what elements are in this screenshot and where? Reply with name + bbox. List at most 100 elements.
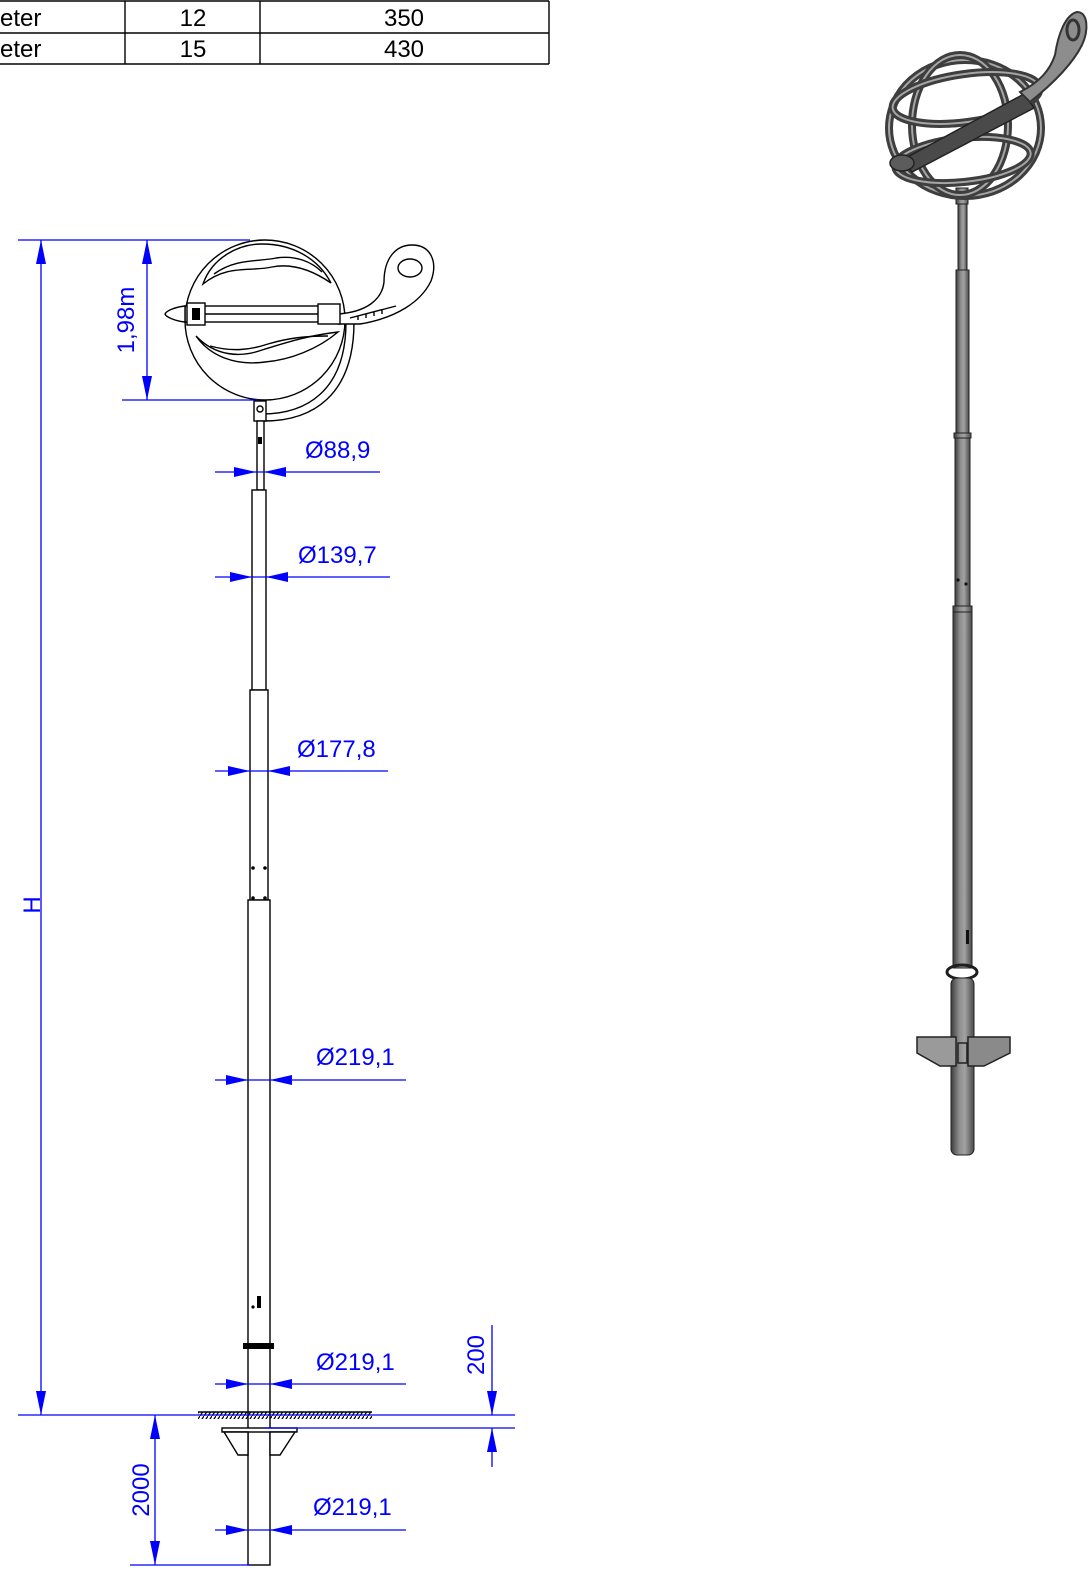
arrow-left-icon xyxy=(268,766,290,776)
sphere-lower-band-inner xyxy=(209,335,329,351)
table-row: eter 15 430 xyxy=(0,36,424,63)
arrow-left-icon xyxy=(270,1379,292,1389)
dimension-diameter: Ø177,8 xyxy=(215,736,388,776)
arrow-left-icon xyxy=(270,1525,292,1535)
elevation-drawing: H 1,98m Ø88,9 Ø139,7 Ø177,8 xyxy=(18,239,515,1566)
render-base-fin-right xyxy=(967,1036,1011,1067)
dimension-above-ground: 200 xyxy=(265,1325,515,1467)
pole-top-connector xyxy=(253,400,267,422)
arrow-up-icon xyxy=(142,240,152,264)
dimension-diameter: Ø219,1 xyxy=(215,1044,406,1085)
table-cell: 12 xyxy=(180,5,207,32)
embedment-label: 2000 xyxy=(128,1463,155,1516)
spec-table: eter 12 350 eter 15 430 xyxy=(0,0,550,65)
arrow-left-icon xyxy=(264,467,286,477)
arrow-left-icon xyxy=(270,1075,292,1085)
nacelle-clamp xyxy=(192,308,200,320)
render-pole-bolt xyxy=(964,582,968,586)
arrow-up-icon xyxy=(36,240,46,264)
dimension-diameter: Ø88,9 xyxy=(215,437,380,477)
render-pole-section xyxy=(955,269,970,436)
render-tail-fin-eye xyxy=(1065,18,1081,42)
render-pole-section xyxy=(957,197,968,271)
dimension-embedment: 2000 xyxy=(128,1415,250,1566)
pole-bolt xyxy=(251,866,255,870)
above-ground-label: 200 xyxy=(463,1335,490,1375)
overall-height-label: H xyxy=(19,896,46,913)
sphere-head xyxy=(164,239,435,422)
dimension-sphere-height: 1,98m xyxy=(113,240,258,401)
pole-bolt xyxy=(251,896,255,900)
nacelle-nose xyxy=(164,305,186,323)
pole-door-dot xyxy=(251,1305,255,1309)
pole-bolt xyxy=(263,896,267,900)
support-arm-outer xyxy=(261,321,347,415)
table-cell: 15 xyxy=(180,36,207,63)
arrow-right-icon xyxy=(228,766,250,776)
table-cell: 350 xyxy=(384,5,424,32)
pole-collar xyxy=(243,1343,274,1349)
arrow-down-icon xyxy=(150,1541,160,1565)
render-pole-section xyxy=(954,437,971,611)
arrow-right-icon xyxy=(226,1525,248,1535)
render-nacelle xyxy=(900,93,1036,173)
render-pole-joint xyxy=(953,432,972,439)
render-base-bracket xyxy=(957,1042,968,1064)
table-row: eter 12 350 xyxy=(0,5,424,32)
table-cell: 430 xyxy=(384,36,424,63)
render-base-fin-left xyxy=(916,1036,957,1067)
sphere-upper-band xyxy=(201,243,332,287)
pole-bolt xyxy=(263,866,267,870)
dimension-diameter: Ø219,1 xyxy=(215,1349,406,1389)
dimension-diameter: Ø139,7 xyxy=(215,542,390,582)
render-pole-door-mark xyxy=(966,930,969,944)
sphere-height-label: 1,98m xyxy=(113,287,140,354)
tail-fin-eye xyxy=(397,258,423,278)
base-gusset-left xyxy=(222,1431,249,1456)
arrow-down-icon xyxy=(487,1391,497,1415)
render-pole-joint xyxy=(952,605,973,613)
dimension-diameter: Ø219,1 xyxy=(215,1494,406,1535)
arrow-right-icon xyxy=(226,1379,248,1389)
base-gusset-right xyxy=(269,1431,297,1456)
table-cell: eter xyxy=(0,36,41,63)
arrow-right-icon xyxy=(234,467,256,477)
tail-fin-scale xyxy=(349,305,397,320)
tail-fin xyxy=(337,244,435,325)
table-cell: eter xyxy=(0,5,41,32)
arrow-up-icon xyxy=(487,1428,497,1452)
pole xyxy=(243,400,274,1566)
dimension-overall-height: H xyxy=(18,239,515,1416)
pole-door-mark xyxy=(257,1296,261,1308)
pole-section-mark xyxy=(258,437,262,444)
render-sphere-cage xyxy=(885,10,1088,205)
nacelle-tail-block xyxy=(317,303,341,325)
diameter-label: Ø219,1 xyxy=(316,1349,395,1376)
diameter-label: Ø177,8 xyxy=(297,736,376,763)
sphere-lower-band xyxy=(195,331,341,364)
render-pole-section xyxy=(952,611,973,969)
diameter-label: Ø219,1 xyxy=(316,1044,395,1071)
render-nacelle-nose xyxy=(889,154,915,172)
base-plate xyxy=(221,1427,298,1456)
render-tail-fin xyxy=(1018,10,1088,104)
arrow-down-icon xyxy=(142,376,152,400)
diameter-label: Ø88,9 xyxy=(305,437,370,464)
arrow-up-icon xyxy=(150,1415,160,1439)
diameter-label: Ø139,7 xyxy=(298,542,377,569)
render-pole-bolt xyxy=(956,578,960,582)
support-arm-inner xyxy=(263,321,355,422)
arrow-left-icon xyxy=(266,572,288,582)
render-pole xyxy=(916,197,1011,1156)
render-view xyxy=(885,10,1088,1156)
diameter-label: Ø219,1 xyxy=(313,1494,392,1521)
pole-section-219-1 xyxy=(247,899,271,1566)
arrow-right-icon xyxy=(226,1075,248,1085)
arrow-right-icon xyxy=(230,572,252,582)
pole-section-88-9 xyxy=(256,420,265,491)
arrow-down-icon xyxy=(36,1391,46,1415)
base-plate-top xyxy=(221,1427,298,1433)
pole-section-139-7 xyxy=(251,489,267,691)
sphere-upper-band-inner xyxy=(213,256,323,275)
